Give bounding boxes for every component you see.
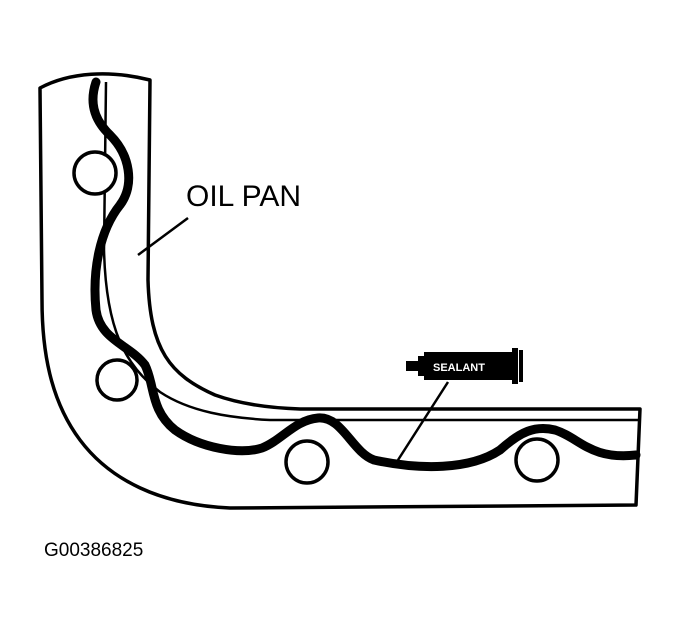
- sealant-leader-line: [396, 381, 450, 461]
- bolt-hole-1: [72, 150, 118, 196]
- figure-code: G00386825: [44, 540, 143, 561]
- sealant-bead: [88, 77, 641, 472]
- pan-flange-outline: [38, 72, 642, 510]
- bolt-hole-4: [514, 437, 560, 483]
- oil-pan-leader-line: [137, 216, 189, 257]
- pan-inner-wall-line: [102, 81, 640, 422]
- bolt-hole-2: [95, 358, 139, 402]
- sealant-label: SEALANT: [433, 362, 485, 374]
- sealant-tube-icon: [406, 348, 523, 384]
- oil-pan-label: OIL PAN: [186, 180, 301, 213]
- bolt-hole-3: [284, 439, 330, 485]
